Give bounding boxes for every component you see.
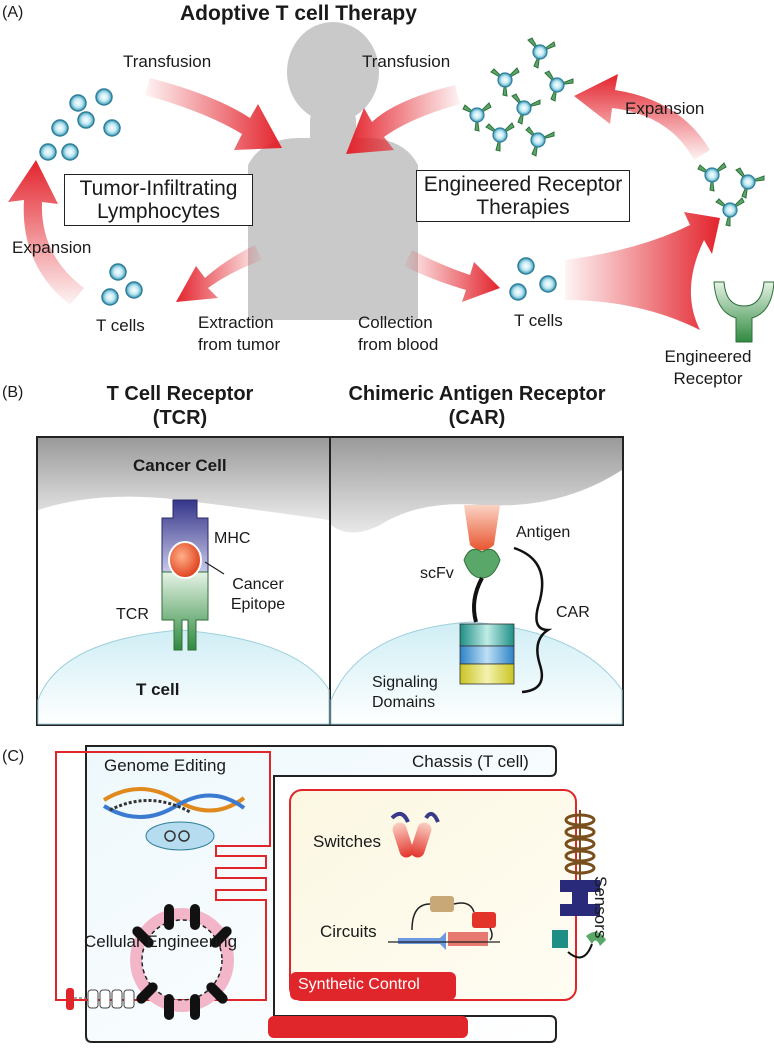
synthetic-control-label: Synthetic Control: [298, 976, 420, 993]
engineered-cells-expanded: [462, 37, 574, 157]
car-label: CAR: [556, 604, 590, 621]
tcr-title: T Cell Receptor (TCR): [75, 382, 285, 430]
synthetic-control-tab: [290, 972, 456, 1000]
extraction-label: Extraction from tumor: [198, 312, 280, 356]
t-cells-right: [509, 257, 557, 301]
chassis-outline: [85, 745, 557, 1043]
panel-c-label: (C): [2, 748, 25, 765]
engineered-receptor-label: Engineered Receptor: [654, 346, 762, 390]
transfusion-label-left: Transfusion: [123, 52, 212, 71]
engineered-receptor-label-line2: Receptor: [673, 369, 743, 388]
sensors-label: Sensors: [591, 876, 610, 939]
collection-arrow: [404, 250, 500, 302]
transfusion-arrow-left: [145, 78, 282, 150]
tcr-label: TCR: [116, 606, 149, 623]
cancer-cell-tcr: [38, 438, 329, 520]
sensors-icon: [552, 810, 606, 959]
cellular-engineering-label: Cellular Engineering: [84, 932, 238, 951]
car-bracket: [513, 546, 553, 694]
human-silhouette: [248, 22, 418, 320]
panel-a-title: Adoptive T cell Therapy: [180, 2, 417, 25]
genome-editing-label: Genome Editing: [104, 756, 226, 775]
engineered-receptor-label-line1: Engineered: [664, 347, 752, 366]
cancer-epitope-label: Cancer Epitope: [224, 575, 292, 615]
output-bar: [268, 1016, 468, 1038]
panel-c: [55, 745, 606, 1043]
car-title-line1: Chimeric Antigen Receptor: [348, 383, 606, 405]
extraction-arrow: [176, 245, 262, 302]
tcr-title-line2: (TCR): [152, 407, 208, 429]
panel-b: [36, 436, 624, 726]
signaling-domains-label-line1: Signaling: [372, 674, 438, 691]
extraction-label-line2: from tumor: [198, 335, 281, 354]
t-cells-left: [101, 263, 143, 306]
t-cells-label-right: T cells: [514, 311, 563, 330]
antigen-molecule: [464, 505, 500, 551]
dna-helix-icon: [102, 787, 246, 851]
err-label-box: Engineered Receptor Therapies: [416, 170, 630, 222]
err-label-line1: Engineered Receptor: [423, 173, 623, 196]
til-cells-expanded: [39, 88, 121, 161]
panel-b-label: (B): [2, 384, 24, 401]
cancer-epitope-label-line2: Epitope: [230, 596, 286, 613]
transfusion-label-right: Transfusion: [362, 52, 451, 71]
til-label-line2: Lymphocytes: [97, 200, 220, 223]
synthetic-control-box: [289, 789, 577, 1001]
expansion-label-left: Expansion: [12, 238, 92, 257]
antigen-label: Antigen: [516, 524, 571, 541]
collection-label-line1: Collection: [358, 313, 433, 332]
signaling-domain-1: [459, 623, 515, 647]
err-label-line2: Therapies: [476, 196, 570, 219]
car-title-line2: (CAR): [448, 407, 506, 429]
panel-a-label: (A): [2, 4, 24, 21]
control-wire: [55, 751, 271, 1001]
t-cells-label-left: T cells: [96, 316, 145, 335]
til-label-box: Tumor-Infiltrating Lymphocytes: [64, 174, 253, 226]
engineered-cells-small: [697, 162, 765, 227]
cancer-epitope-label-line1: Cancer: [232, 576, 284, 593]
circuits-label: Circuits: [320, 922, 377, 941]
cancer-cell-label: Cancer Cell: [133, 456, 227, 475]
transfusion-arrow-right: [346, 85, 460, 154]
scfv-domain: [463, 548, 501, 579]
panel-a: [8, 22, 774, 343]
signaling-domain-3: [459, 663, 515, 685]
plasmid-icon: [66, 904, 234, 1020]
signaling-domain-2: [459, 645, 515, 665]
epitope-pointer: [204, 561, 225, 575]
expansion-arrow-left: [8, 160, 84, 305]
cancer-cell-car: [331, 438, 622, 533]
til-label-line1: Tumor-Infiltrating: [79, 177, 238, 200]
car-linker: [472, 577, 484, 623]
tcr-title-line1: T Cell Receptor: [106, 383, 254, 405]
cancer-epitope: [168, 541, 202, 579]
collection-label-line2: from blood: [358, 335, 439, 354]
expansion-arrow-right: [574, 74, 710, 160]
expansion-label-right: Expansion: [625, 99, 705, 118]
car-title: Chimeric Antigen Receptor (CAR): [318, 382, 636, 430]
signaling-domains-label-line2: Domains: [372, 694, 436, 711]
extraction-label-line1: Extraction: [198, 313, 274, 332]
mhc-label: MHC: [214, 530, 251, 547]
t-cell-label: T cell: [136, 680, 180, 699]
engineered-receptor-icon: [713, 281, 774, 343]
tcr-molecule: [161, 571, 209, 651]
signaling-domains-label: Signaling Domains: [372, 673, 438, 713]
collection-label: Collection from blood: [358, 312, 438, 356]
circuit-icon: [388, 896, 500, 950]
switches-icon: [390, 811, 440, 858]
scfv-label: scFv: [420, 565, 454, 582]
switches-label: Switches: [313, 832, 382, 851]
engineering-arrow: [565, 212, 720, 330]
chassis-label: Chassis (T cell): [412, 752, 529, 771]
